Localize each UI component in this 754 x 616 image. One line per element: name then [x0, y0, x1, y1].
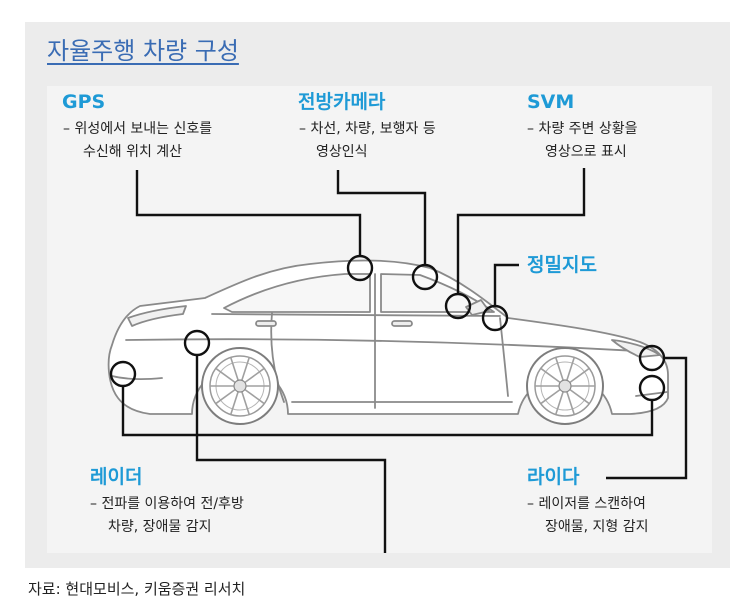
source-note: 자료: 현대모비스, 키움증권 리서치	[28, 580, 246, 598]
desc-gps-line-2: 수신해 위치 계산	[83, 144, 183, 160]
label-hd-map: 정밀지도	[527, 254, 597, 276]
rear-wheel	[201, 347, 279, 425]
character-line	[125, 338, 656, 353]
front-side-window	[380, 273, 495, 313]
label-svm: SVM	[527, 91, 575, 113]
leader-line-radar	[121, 386, 654, 437]
leader-line-lidar	[606, 356, 688, 480]
taillight	[127, 305, 187, 327]
page-title: 자율주행 차량 구성	[47, 37, 239, 65]
label-front-camera: 전방카메라	[298, 91, 386, 113]
desc-svm-line-2: 영상으로 표시	[545, 144, 627, 160]
marker-rear-sensor	[183, 329, 211, 357]
desc-radar-line-1: – 전파를 이용하여 전/후방	[90, 496, 244, 512]
label-lidar: 라이다	[527, 466, 580, 488]
desc-lidar-line-1: – 레이저를 스캔하여	[527, 496, 646, 512]
marker-hd-map	[481, 304, 509, 332]
car-illustration	[107, 259, 669, 425]
rear-door-handle	[255, 320, 277, 327]
desc-front-camera-line-1: – 차선, 차량, 보행자 등	[299, 121, 436, 137]
marker-front-lidar	[638, 344, 666, 372]
desc-svm-line-1: – 차량 주변 상황을	[527, 121, 638, 137]
label-gps: GPS	[62, 91, 106, 113]
leader-line-svm	[456, 168, 586, 294]
headlight	[611, 339, 661, 358]
marker-rear-radar	[109, 360, 137, 388]
leader-line-gps	[135, 170, 362, 256]
side-mirror	[465, 299, 490, 316]
label-radar: 레이더	[90, 466, 143, 488]
desc-lidar-line-2: 장애물, 지형 감지	[545, 519, 649, 535]
front-door-handle	[391, 320, 413, 327]
front-wheel	[526, 347, 604, 425]
marker-front-camera	[411, 263, 439, 291]
desc-radar-line-2: 차량, 장애물 감지	[108, 519, 212, 535]
leader-line-rear-sensor	[195, 355, 387, 553]
marker-gps	[346, 254, 374, 282]
desc-gps-line-1: – 위성에서 보내는 신호를	[63, 121, 213, 137]
desc-front-camera-line-2: 영상인식	[316, 144, 368, 160]
marker-svm	[444, 292, 472, 320]
leader-line-hd-map	[493, 263, 519, 306]
leader-line-front-camera	[336, 170, 427, 265]
marker-front-radar	[638, 374, 666, 402]
front-door-edge	[499, 317, 509, 397]
